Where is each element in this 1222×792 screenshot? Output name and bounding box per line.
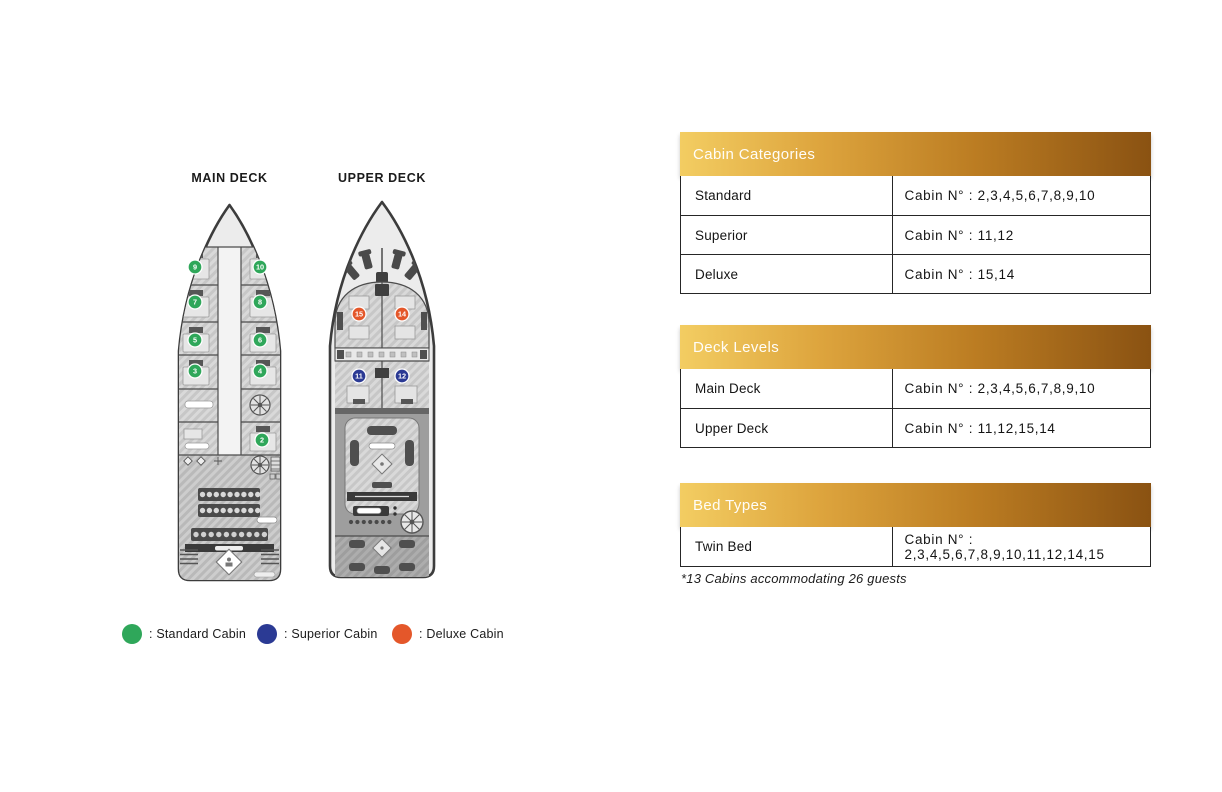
cabin-marker-15: 15 bbox=[351, 306, 367, 322]
main-deck-title: MAIN DECK bbox=[191, 171, 268, 185]
svg-text:10: 10 bbox=[256, 263, 264, 272]
row-value: Cabin N° : 15,14 bbox=[904, 266, 1015, 282]
row-value: Cabin N° : 2,3,4,5,6,7,8,9,10 bbox=[904, 188, 1096, 203]
svg-text:4: 4 bbox=[258, 367, 263, 376]
legend-label: : Deluxe Cabin bbox=[419, 627, 504, 641]
cabin-marker-8: 8 bbox=[252, 294, 268, 310]
cabin-categories-table: Cabin Categories Standard Cabin N° : 2,3,… bbox=[680, 132, 1151, 294]
row-value: Cabin N° : 2,3,4,5,6,7,8,9,10,11,12,14,1… bbox=[904, 531, 1105, 562]
deluxe-cabin-dot-icon bbox=[392, 624, 412, 644]
svg-text:11: 11 bbox=[355, 372, 363, 381]
superior-cabin-dot-icon bbox=[257, 624, 277, 644]
table-title: Deck Levels bbox=[693, 338, 780, 356]
row-label: Standard bbox=[681, 176, 893, 215]
table-row: Standard Cabin N° : 2,3,4,5,6,7,8,9,10 bbox=[681, 176, 1150, 215]
legend-label: : Standard Cabin bbox=[149, 627, 247, 641]
row-value: Cabin N° : 2,3,4,5,6,7,8,9,10 bbox=[904, 381, 1096, 396]
svg-text:8: 8 bbox=[258, 298, 262, 307]
upper-interior bbox=[334, 248, 430, 577]
svg-text:7: 7 bbox=[193, 298, 197, 307]
row-value: Cabin N° : 11,12 bbox=[904, 227, 1014, 243]
standard-cabin-dot-icon bbox=[122, 624, 142, 644]
svg-text:9: 9 bbox=[193, 263, 197, 272]
table-row: Main Deck Cabin N° : 2,3,4,5,6,7,8,9,10 bbox=[681, 369, 1150, 408]
dining-tables bbox=[191, 488, 278, 541]
cabin-marker-3: 3 bbox=[187, 363, 203, 379]
legend-item-deluxe: : Deluxe Cabin bbox=[392, 624, 504, 644]
upper-deck-title: UPPER DECK bbox=[338, 171, 426, 185]
helm-wheel-icon bbox=[400, 510, 424, 534]
sun-loungers bbox=[340, 249, 424, 280]
lounge-furniture bbox=[347, 426, 417, 525]
svg-text:12: 12 bbox=[398, 372, 406, 381]
table-title: Bed Types bbox=[693, 496, 768, 514]
table-header: Bed Types bbox=[680, 483, 1151, 527]
cabin-walls bbox=[179, 246, 280, 456]
cabin-marker-7: 7 bbox=[187, 294, 203, 310]
stairs-icon bbox=[180, 549, 279, 565]
cabin-marker-6: 6 bbox=[252, 332, 268, 348]
cabin-marker-14: 14 bbox=[394, 306, 410, 322]
stern-diamond bbox=[372, 538, 392, 558]
row-label: Upper Deck bbox=[681, 409, 893, 447]
table-row: Deluxe Cabin N° : 15,14 bbox=[681, 254, 1150, 293]
cabin-marker-2: 2 bbox=[254, 432, 270, 448]
room-label-pill bbox=[184, 400, 214, 409]
cabin-marker-4: 4 bbox=[252, 363, 268, 379]
footnote: *13 Cabins accommodating 26 guests bbox=[681, 571, 907, 586]
table-row: Twin Bed Cabin N° : 2,3,4,5,6,7,8,9,10,11… bbox=[681, 527, 1150, 566]
logo-diamond bbox=[215, 548, 243, 576]
row-label: Twin Bed bbox=[681, 527, 893, 566]
cabin-marker-12: 12 bbox=[394, 368, 410, 384]
cabin-marker-5: 5 bbox=[187, 332, 203, 348]
svg-text:6: 6 bbox=[258, 336, 262, 345]
table-header: Deck Levels bbox=[680, 325, 1151, 369]
spiral-stairs-icon bbox=[250, 455, 270, 475]
row-label: Superior bbox=[681, 216, 893, 254]
svg-text:2: 2 bbox=[260, 436, 264, 445]
bed-types-table: Bed Types Twin Bed Cabin N° : 2,3,4,5,6,7… bbox=[680, 483, 1151, 567]
table-header: Cabin Categories bbox=[680, 132, 1151, 176]
legend-label: : Superior Cabin bbox=[284, 627, 378, 641]
cabin-marker-11: 11 bbox=[351, 368, 367, 384]
table-title: Cabin Categories bbox=[693, 145, 816, 163]
row-value: Cabin N° : 11,12,15,14 bbox=[904, 420, 1056, 436]
cabin-marker-10: 10 bbox=[252, 259, 268, 275]
main-deck-cabin-markers: 9 10 7 8 5 6 3 4 2 bbox=[187, 259, 270, 448]
main-deck-plan: 9 10 7 8 5 6 3 4 2 bbox=[177, 203, 282, 582]
stern-seats bbox=[349, 540, 415, 574]
svg-text:5: 5 bbox=[193, 336, 197, 345]
upper-deck-cabin-markers: 15 14 11 12 bbox=[351, 306, 410, 384]
corridor bbox=[218, 247, 241, 455]
svg-text:15: 15 bbox=[355, 310, 363, 319]
svg-text:3: 3 bbox=[193, 367, 197, 376]
deck-levels-table: Deck Levels Main Deck Cabin N° : 2,3,4,5,… bbox=[680, 325, 1151, 448]
cabin-marker-9: 9 bbox=[187, 259, 203, 275]
row-label: Deluxe bbox=[681, 255, 893, 293]
table-row: Upper Deck Cabin N° : 11,12,15,14 bbox=[681, 408, 1150, 447]
legend-item-standard: : Standard Cabin bbox=[122, 624, 246, 644]
fan-icon bbox=[249, 394, 271, 416]
galley-fixtures bbox=[183, 456, 222, 466]
row-label: Main Deck bbox=[681, 369, 893, 408]
svg-text:14: 14 bbox=[398, 310, 407, 319]
table-row: Superior Cabin N° : 11,12 bbox=[681, 215, 1150, 254]
upper-deck-plan: 15 14 11 12 bbox=[328, 200, 436, 579]
legend-item-superior: : Superior Cabin bbox=[257, 624, 378, 644]
